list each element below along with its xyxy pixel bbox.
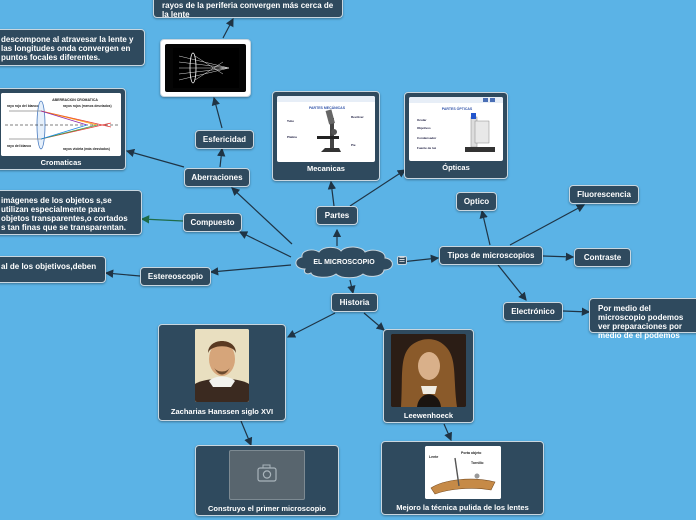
cloud-shape [295,246,393,279]
connector [217,147,226,168]
connector [347,279,356,295]
menu-icon[interactable]: ☰ [397,256,407,265]
connector [542,252,575,261]
node-compuesto-desc[interactable]: imágenes de los objetos s,se utilizan es… [0,190,142,235]
node-mejoro[interactable]: Lente Porta objeto Tornillo Mejoro la té… [381,441,544,515]
construyo-image-placeholder [229,450,305,500]
node-leewenhoeck[interactable]: Leewenhoeck [383,329,474,423]
mejoro-caption: Mejoro la técnica pulida de los lentes [396,503,529,512]
esfericidad-lens-diagram [165,44,246,92]
connector [327,180,337,207]
mejoro-image: Lente Porta objeto Tornillo [424,446,501,499]
camera-icon [257,464,277,482]
opticas-label-4: Fuente de luz [417,146,437,150]
cromaticas-label-2: rayos violeta (más desviados) [63,147,110,151]
node-mecanicas[interactable]: PARTES MECÁNICAS Tubo Revólver Platina P… [272,91,380,181]
connector [231,187,293,245]
connector [238,231,292,258]
mecanicas-label-1: Tubo [287,119,294,123]
mecanicas-title: PARTES MECÁNICAS [309,105,346,110]
connector [497,264,527,301]
mejoro-label-2: Porta objeto [461,451,481,455]
opticas-title: PARTES ÓPTICAS [442,106,473,111]
central-topic[interactable]: EL MICROSCOPIO [291,245,397,279]
node-esfericidad-desc[interactable]: rayos de la periferia convergen más cerc… [153,0,343,19]
node-aberraciones[interactable]: Aberraciones [184,168,250,187]
connector [104,269,141,278]
mejoro-label-3: Tornillo [471,461,484,465]
connector [363,312,385,331]
node-estereoscopio-desc[interactable]: al de los objetivos,deben [0,256,106,283]
node-optico[interactable]: Optico [456,192,497,211]
node-electronico-desc[interactable]: Por medio del microscopio podemos ver pr… [589,298,696,340]
node-contraste[interactable]: Contraste [574,248,631,267]
opticas-label-3: Condensador [417,136,437,140]
cromaticas-title: ABERRACION CROMATICA [52,98,98,102]
node-historia[interactable]: Historia [331,293,378,312]
connector [240,420,253,447]
cromaticas-caption: Cromaticas [40,158,82,167]
node-zacharias[interactable]: Zacharias Hanssen siglo XVI [158,324,286,421]
zacharias-caption: Zacharias Hanssen siglo XVI [170,407,274,416]
connector [140,215,184,224]
connector [211,96,223,129]
connector [125,148,185,168]
node-electronico[interactable]: Electrónico [503,302,563,321]
connector [222,17,234,39]
cromaticas-label-red: rayo rojo del blanco [7,104,38,108]
connector [209,264,292,276]
mecanicas-label-2: Revólver [351,115,365,119]
cromaticas-label-violet: rayo del blanco [7,144,31,148]
leewenhoeck-portrait [391,334,466,407]
zacharias-portrait [195,329,249,402]
central-topic-label: EL MICROSCOPIO [313,258,375,266]
node-fluorescencia[interactable]: Fluorescencia [569,185,639,204]
connector [562,307,591,316]
opticas-label-2: Objetivos [417,126,431,130]
node-esfericidad-image[interactable] [160,39,251,97]
connector [349,169,407,207]
opticas-caption: Ópticas [442,163,470,172]
node-tipos-de-microscopios[interactable]: Tipos de microscopios [439,246,543,265]
mecanicas-image: PARTES MECÁNICAS Tubo Revólver Platina P… [277,96,375,162]
connector [509,204,586,246]
connector [479,209,491,246]
node-esfericidad[interactable]: Esfericidad [195,130,254,149]
leewenhoeck-caption: Leewenhoeck [403,411,454,420]
cromaticas-label-1: rayos rojos (menos desviados) [63,104,112,108]
mecanicas-caption: Mecanicas [307,164,345,173]
node-estereoscopio[interactable]: Estereoscopio [140,267,211,286]
opticas-label-1: Ocular [417,118,427,122]
node-construyo[interactable]: Construyo el primer microscopio [195,445,339,516]
node-compuesto[interactable]: Compuesto [183,213,242,232]
mecanicas-label-4: Pie [351,143,356,147]
connector [443,423,452,442]
mejoro-label-1: Lente [429,455,438,459]
node-opticas[interactable]: PARTES ÓPTICAS Ocular Objetivos Condensa… [404,92,508,179]
connector [286,312,336,338]
cromaticas-diagram: ABERRACION CROMATICA rayo rojo del blanc… [1,93,121,156]
mecanicas-label-3: Platina [287,135,297,139]
node-partes[interactable]: Partes [316,206,358,225]
node-cromaticas-desc[interactable]: descompone al atravesar la lente y las l… [0,29,145,66]
node-cromaticas[interactable]: ABERRACION CROMATICA rayo rojo del blanc… [0,88,126,170]
opticas-image: PARTES ÓPTICAS Ocular Objetivos Condensa… [409,97,503,161]
connector [400,254,440,263]
construyo-caption: Construyo el primer microscopio [208,504,326,513]
